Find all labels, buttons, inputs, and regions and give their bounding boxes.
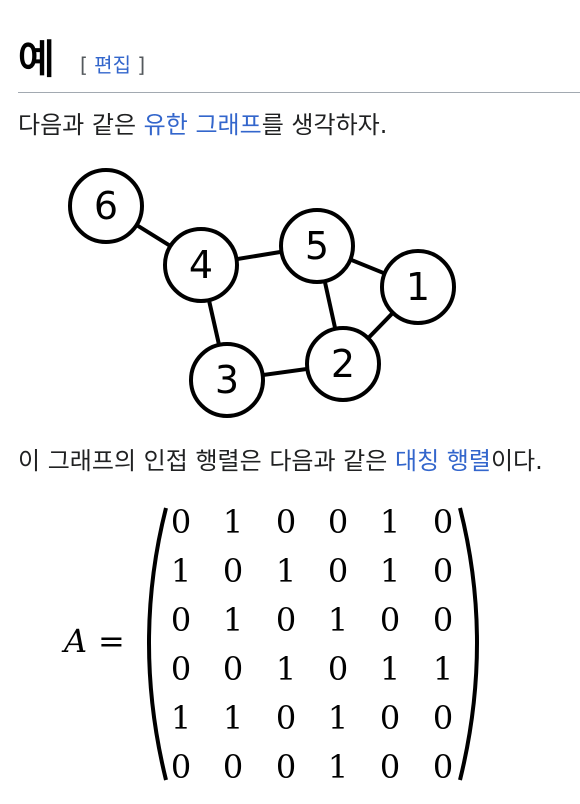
matrix-cell: 0	[328, 650, 348, 688]
graph-node-1: 1	[380, 249, 456, 325]
finite-graph-link[interactable]: 유한 그래프	[143, 111, 262, 139]
matrix-cell: 0	[433, 748, 453, 786]
matrix-cell: 0	[380, 699, 400, 737]
section-title: 예	[18, 37, 55, 83]
intro-paragraph: 다음과 같은 유한 그래프를 생각하자.	[18, 109, 387, 141]
matrix-cell: 1	[328, 601, 348, 639]
matrix-cell: 0	[223, 552, 243, 590]
matrix-cell: 0	[171, 650, 191, 688]
matrix-cell: 0	[171, 748, 191, 786]
edit-link[interactable]: 편집	[94, 53, 131, 77]
matrix-cell: 1	[433, 650, 453, 688]
matrix-left-paren	[147, 507, 168, 781]
matrix-cell: 1	[328, 748, 348, 786]
matrix-cell: 1	[171, 699, 191, 737]
graph-figure: 6 4 5 1 3 2	[68, 168, 456, 418]
graph-node-3: 3	[189, 342, 265, 418]
edit-section: [ 편집 ]	[80, 50, 145, 80]
matrix-cell: 0	[433, 552, 453, 590]
matrix-lhs: A	[61, 622, 87, 660]
matrix-text-after: 이다.	[490, 447, 543, 475]
graph-node-label: 5	[305, 224, 329, 268]
edit-bracket-close: ]	[137, 53, 146, 77]
matrix-cell: 1	[223, 503, 243, 541]
edit-bracket-open: [	[80, 53, 88, 77]
matrix-cell: 0	[276, 699, 296, 737]
matrix-cell: 1	[223, 699, 243, 737]
matrix-equals: =	[98, 622, 125, 660]
matrix-cell: 1	[380, 650, 400, 688]
matrix-cell: 0	[328, 503, 348, 541]
symmetric-matrix-link[interactable]: 대칭 행렬	[394, 447, 491, 475]
matrix-cell: 0	[433, 699, 453, 737]
graph-node-5: 5	[279, 208, 355, 284]
matrix-paragraph: 이 그래프의 인접 행렬은 다음과 같은 대칭 행렬이다.	[18, 445, 543, 477]
matrix-cell: 1	[380, 552, 400, 590]
graph-node-4: 4	[163, 227, 239, 303]
matrix-cell: 0	[171, 601, 191, 639]
intro-text-after: 를 생각하자.	[261, 111, 388, 139]
matrix-cell: 1	[328, 699, 348, 737]
graph-node-label: 1	[406, 265, 430, 309]
matrix-cell: 0	[276, 748, 296, 786]
matrix-text-before: 이 그래프의 인접 행렬은 다음과 같은	[18, 447, 395, 475]
matrix-cell: 1	[380, 503, 400, 541]
matrix-right-paren	[458, 507, 479, 781]
matrix-cell: 0	[380, 601, 400, 639]
intro-text-before: 다음과 같은	[18, 111, 144, 139]
matrix-cell: 1	[171, 552, 191, 590]
matrix-cell: 1	[223, 601, 243, 639]
graph-node-label: 4	[189, 243, 213, 287]
graph-node-2: 2	[305, 326, 381, 402]
graph-node-6: 6	[68, 168, 144, 244]
matrix-cell: 1	[276, 650, 296, 688]
matrix-cell: 0	[433, 503, 453, 541]
matrix-cell: 0	[223, 748, 243, 786]
graph-node-label: 2	[331, 342, 355, 386]
graph-node-label: 3	[215, 358, 239, 402]
matrix-cell: 0	[328, 552, 348, 590]
matrix-cell: 0	[380, 748, 400, 786]
matrix-cell: 0	[276, 601, 296, 639]
graph-node-label: 6	[94, 184, 118, 228]
matrix-cell: 1	[276, 552, 296, 590]
matrix-cell: 0	[433, 601, 453, 639]
matrix-cell: 0	[276, 503, 296, 541]
matrix-cell: 0	[223, 650, 243, 688]
matrix-cell: 0	[171, 503, 191, 541]
section-heading: 예 [ 편집 ]	[18, 34, 580, 93]
